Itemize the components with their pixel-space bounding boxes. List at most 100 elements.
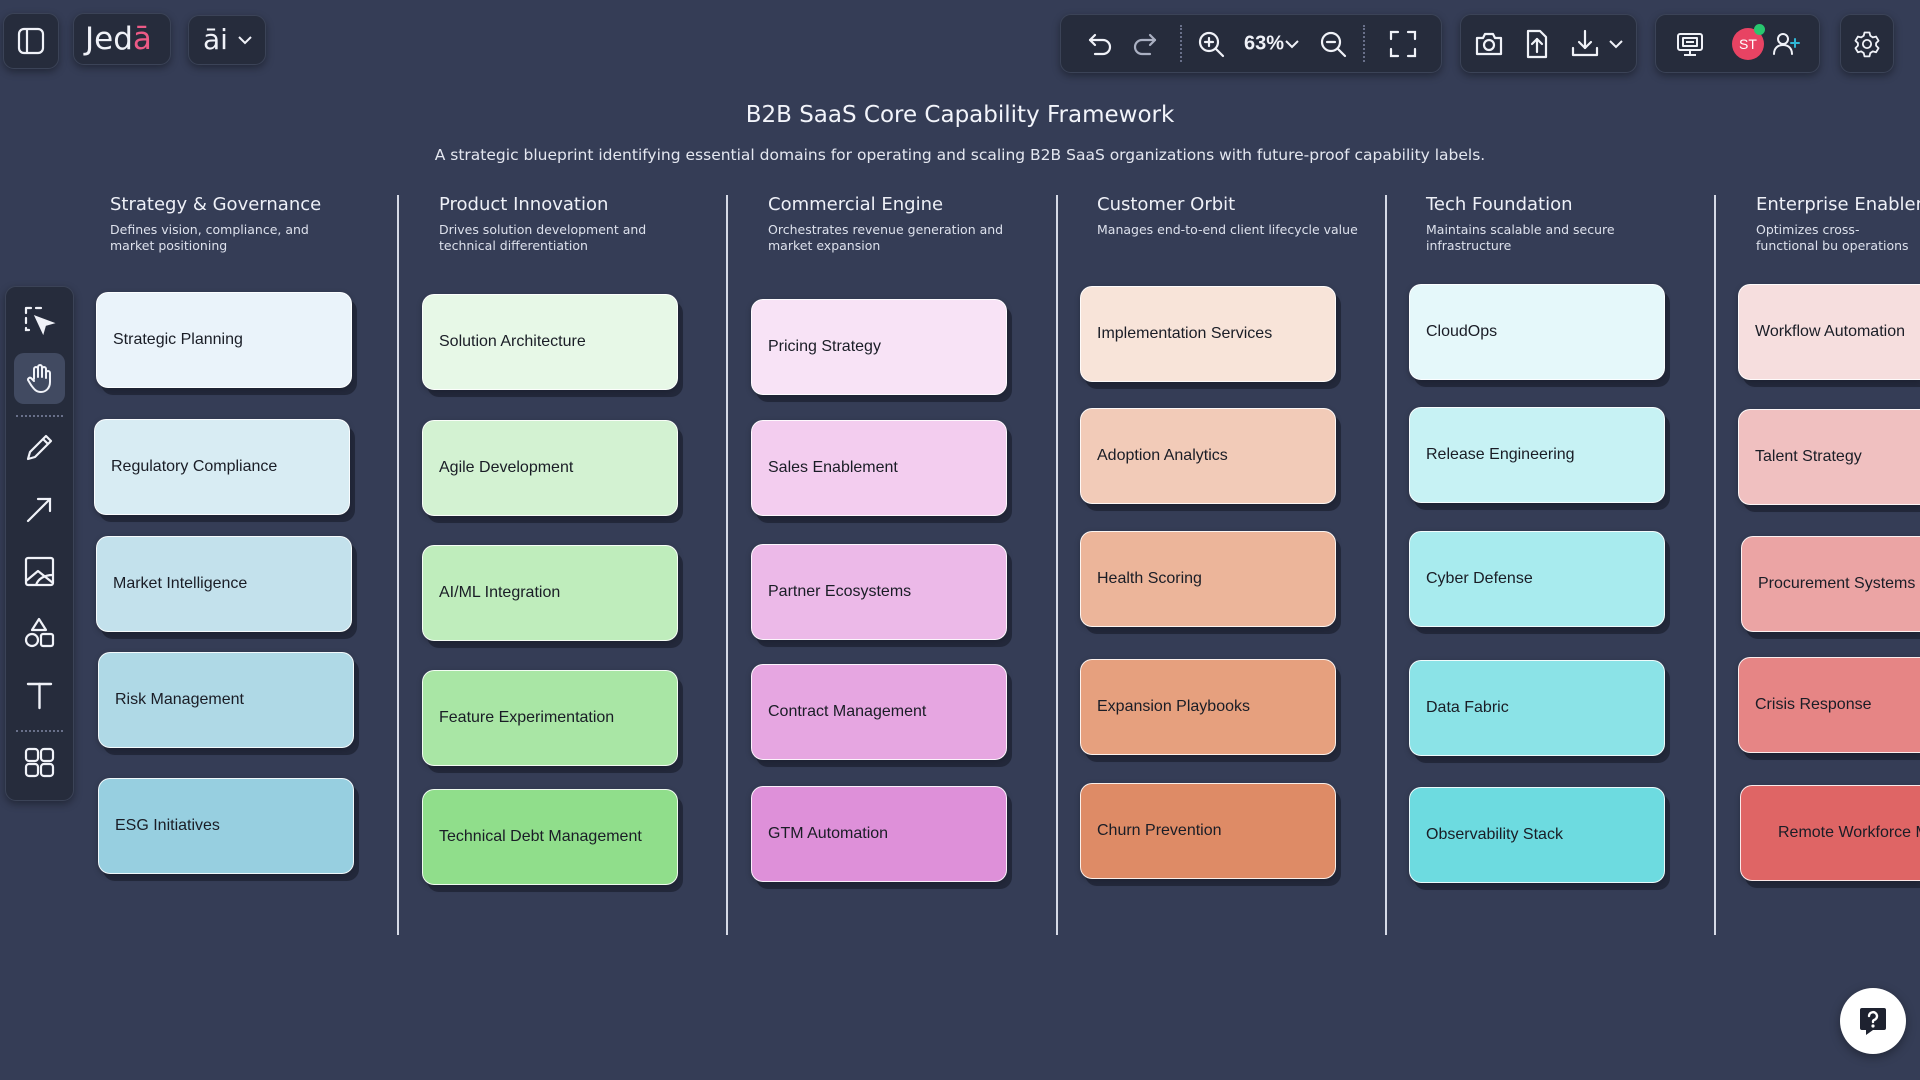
tool-text[interactable]	[14, 670, 65, 721]
zoom-toolbar: 63%	[1060, 14, 1442, 73]
capability-card[interactable]: Procurement Systems	[1741, 536, 1920, 632]
capability-card[interactable]: Risk Management	[98, 652, 354, 748]
capability-card[interactable]: Adoption Analytics	[1080, 408, 1336, 504]
collab-toolbar: ST	[1655, 14, 1820, 73]
settings-button[interactable]	[1840, 14, 1894, 73]
column-description: Drives solution development and technica…	[439, 222, 647, 253]
capability-card[interactable]: Data Fabric	[1409, 660, 1665, 756]
column-divider	[1714, 195, 1716, 935]
help-button[interactable]	[1840, 988, 1906, 1054]
logo-text: Jedā	[85, 21, 152, 57]
column-description: Defines vision, compliance, and market p…	[110, 222, 309, 253]
capability-card[interactable]: Implementation Services	[1080, 286, 1336, 382]
column-title: Customer Orbit	[1097, 194, 1236, 215]
zoom-in-icon[interactable]	[1194, 27, 1228, 61]
arrow-icon	[26, 497, 52, 523]
capability-card[interactable]: Pricing Strategy	[751, 299, 1007, 395]
column-title: Tech Foundation	[1426, 194, 1573, 215]
grid-icon	[24, 747, 55, 778]
capability-card[interactable]: Cyber Defense	[1409, 531, 1665, 627]
divider	[1180, 25, 1182, 62]
column-title: Commercial Engine	[768, 194, 944, 215]
ai-menu-button[interactable]: āi	[188, 15, 266, 65]
capability-card[interactable]: Strategic Planning	[96, 292, 352, 388]
capability-card[interactable]: Talent Strategy	[1738, 409, 1920, 505]
capability-card[interactable]: Observability Stack	[1409, 787, 1665, 883]
divider	[16, 415, 63, 417]
chevron-down-icon	[236, 31, 254, 49]
app-logo[interactable]: Jedā	[73, 13, 171, 65]
capability-card[interactable]: Churn Prevention	[1080, 783, 1336, 879]
panel-toggle-icon	[14, 24, 48, 58]
divider	[1363, 25, 1365, 62]
online-status-dot	[1754, 24, 1765, 35]
capability-card[interactable]: Release Engineering	[1409, 407, 1665, 503]
tool-pencil[interactable]	[14, 422, 65, 473]
capability-card[interactable]: Market Intelligence	[96, 536, 352, 632]
column-divider	[1385, 195, 1387, 935]
hand-icon	[27, 364, 51, 393]
column-divider	[397, 195, 399, 935]
capability-card[interactable]: Contract Management	[751, 664, 1007, 760]
tool-sidebar	[5, 286, 74, 801]
canvas-subtitle: A strategic blueprint identifying essent…	[434, 146, 1486, 164]
tool-image[interactable]	[14, 546, 65, 597]
column-description: Maintains scalable and secure infrastruc…	[1426, 222, 1615, 253]
selection-icon	[24, 306, 56, 336]
capability-card[interactable]: ESG Initiatives	[98, 778, 354, 874]
tool-hand[interactable]	[14, 353, 65, 404]
help-icon	[1860, 1008, 1886, 1035]
capability-card[interactable]: Remote Workforce M	[1740, 785, 1920, 881]
divider	[16, 730, 63, 732]
canvas-title: B2B SaaS Core Capability Framework	[745, 102, 1175, 128]
present-icon[interactable]	[1673, 27, 1707, 61]
capability-card[interactable]: Crisis Response	[1738, 657, 1920, 753]
fit-screen-icon[interactable]	[1386, 27, 1420, 61]
capability-card[interactable]: Regulatory Compliance	[94, 419, 350, 515]
tool-templates[interactable]	[14, 737, 65, 788]
tool-shapes[interactable]	[14, 608, 65, 659]
zoom-out-icon[interactable]	[1316, 27, 1350, 61]
column-title: Product Innovation	[439, 194, 609, 215]
capability-card[interactable]: Expansion Playbooks	[1080, 659, 1336, 755]
download-icon[interactable]	[1568, 27, 1602, 61]
ai-label: āi	[203, 23, 228, 56]
undo-icon[interactable]	[1082, 27, 1116, 61]
avatar-initials: ST	[1739, 36, 1757, 52]
capability-card[interactable]: Feature Experimentation	[422, 670, 678, 766]
capability-card[interactable]: Workflow Automation	[1738, 284, 1920, 380]
column-divider	[726, 195, 728, 935]
capability-card[interactable]: Health Scoring	[1080, 531, 1336, 627]
capability-card[interactable]: Partner Ecosystems	[751, 544, 1007, 640]
chevron-down-icon[interactable]	[1283, 35, 1301, 53]
zoom-level-value: 63%	[1244, 32, 1285, 54]
column-title: Enterprise Enableme	[1756, 194, 1920, 215]
chevron-down-icon[interactable]	[1607, 35, 1625, 53]
image-icon	[24, 556, 55, 587]
column-description: Optimizes cross-functional bu operations	[1756, 222, 1909, 253]
tool-arrow[interactable]	[14, 484, 65, 535]
export-toolbar	[1460, 14, 1637, 73]
capability-card[interactable]: AI/ML Integration	[422, 545, 678, 641]
add-user-icon[interactable]	[1769, 27, 1803, 61]
column-divider	[1056, 195, 1058, 935]
tool-select[interactable]	[14, 296, 65, 347]
upload-icon[interactable]	[1520, 27, 1554, 61]
capability-card[interactable]: Solution Architecture	[422, 294, 678, 390]
zoom-level-dropdown[interactable]: 63%	[1244, 32, 1284, 55]
camera-icon[interactable]	[1472, 27, 1506, 61]
capability-card[interactable]: GTM Automation	[751, 786, 1007, 882]
column-description: Manages end-to-end client lifecycle valu…	[1097, 222, 1358, 237]
text-icon	[26, 682, 53, 710]
capability-card[interactable]: Agile Development	[422, 420, 678, 516]
capability-card[interactable]: Sales Enablement	[751, 420, 1007, 516]
column-title: Strategy & Governance	[110, 194, 322, 215]
redo-icon[interactable]	[1129, 27, 1163, 61]
capability-card[interactable]: CloudOps	[1409, 284, 1665, 380]
capability-card[interactable]: Technical Debt Management	[422, 789, 678, 885]
column-description: Orchestrates revenue generation and mark…	[768, 222, 1004, 253]
pencil-icon	[26, 434, 53, 461]
sidebar-toggle-button[interactable]	[3, 13, 59, 69]
shapes-icon	[24, 617, 55, 648]
gear-icon	[1853, 30, 1881, 58]
